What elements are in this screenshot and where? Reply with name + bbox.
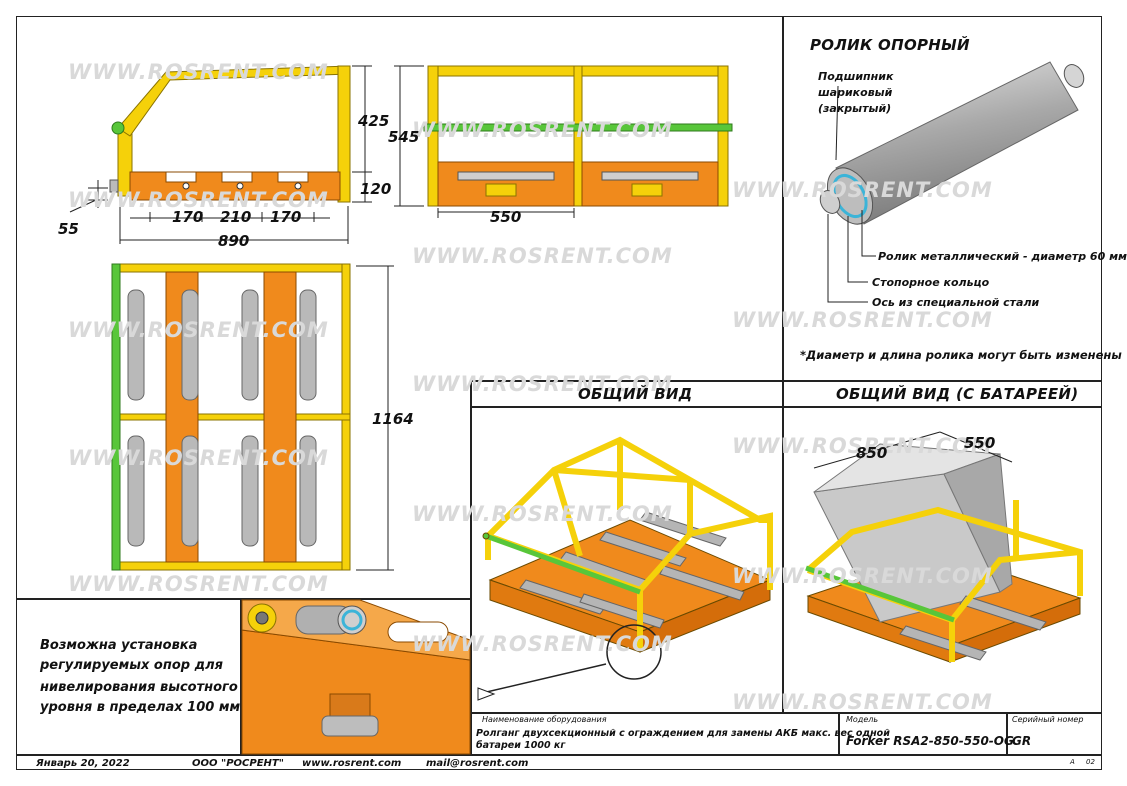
detail-top-divider [16, 598, 471, 600]
battery-dim-550: 550 [964, 434, 996, 452]
title-block-sep1 [838, 712, 840, 755]
battery-dim-850: 850 [856, 444, 888, 462]
title-block-serial-value: GR [1012, 734, 1032, 748]
axis-label: Ось из специальной стали [872, 296, 1040, 309]
title-block-top [470, 712, 1102, 714]
title-block-name-label: Наименование оборудования [482, 715, 607, 724]
watermark-5: WWW.ROSRENT.COM [68, 446, 329, 470]
watermark-4: WWW.ROSRENT.COM [68, 318, 329, 342]
detail-note-line-1: Возможна установка [40, 638, 198, 653]
bearing-label-2: шариковый [818, 86, 893, 99]
watermark-8: WWW.ROSRENT.COM [732, 178, 993, 202]
front-view [394, 65, 733, 218]
roller-note: *Диаметр и длина ролика могут быть измен… [800, 348, 1122, 362]
detail-note-line-2: регулируемых опор для [40, 658, 223, 673]
dim-545: 545 [388, 128, 420, 146]
footer-date: Январь 20, 2022 [36, 758, 130, 769]
dim-170-b: 170 [270, 208, 302, 226]
title-block-model-label: Модель [846, 715, 879, 724]
sheet-number: 02 [1086, 758, 1095, 766]
horizontal-divider-views [470, 380, 1102, 382]
watermark-11: WWW.ROSRENT.COM [732, 434, 993, 458]
detail-note-line-4: уровня в пределах 100 мм [40, 700, 241, 715]
watermark-14: WWW.ROSRENT.COM [412, 632, 673, 656]
title-block-serial-label: Серийный номер [1012, 715, 1084, 724]
watermark-9: WWW.ROSRENT.COM [732, 308, 993, 332]
side-view [69, 65, 372, 244]
title-block-sep2 [1006, 712, 1008, 755]
bearing-label-1: Подшипник [818, 70, 894, 83]
footer-top-line [16, 754, 1102, 756]
dim-1164: 1164 [372, 410, 414, 428]
footer-mail[interactable]: mail@rosrent.com [426, 758, 529, 769]
watermark-3: WWW.ROSRENT.COM [412, 244, 673, 268]
views-header-divider [470, 406, 1102, 408]
watermark-7: WWW.ROSRENT.COM [412, 118, 673, 142]
dim-170-a: 170 [172, 208, 204, 226]
general-view-battery-heading: ОБЩИЙ ВИД (С БАТАРЕЕЙ) [836, 385, 1079, 403]
title-block-name-line-1: Ролганг двухсекционный с ограждением для… [476, 728, 890, 739]
watermark-12: WWW.ROSRENT.COM [412, 502, 673, 526]
watermark-10: WWW.ROSRENT.COM [412, 372, 673, 396]
general-view-heading: ОБЩИЙ ВИД [578, 385, 693, 403]
ring-label: Стопорное кольцо [872, 276, 990, 289]
title-block-model-value: Forker RSA2-850-550-OG [846, 734, 1014, 748]
detail-mid-divider [240, 598, 242, 755]
watermark-6: WWW.ROSRENT.COM [68, 572, 329, 596]
drawing-frame [16, 16, 1102, 770]
watermark-13: WWW.ROSRENT.COM [732, 564, 993, 588]
dim-550: 550 [490, 208, 522, 226]
vertical-divider-right [782, 16, 784, 712]
footer-site[interactable]: www.rosrent.com [302, 758, 402, 769]
roller-label: Ролик металлический - диаметр 60 мм [878, 250, 1127, 263]
footer-company: ООО "РОСРЕНТ" [192, 758, 284, 769]
general-view-drawing [477, 436, 773, 701]
dim-55: 55 [58, 220, 79, 238]
watermark-1: WWW.ROSRENT.COM [68, 60, 329, 84]
watermark-2: WWW.ROSRENT.COM [68, 188, 329, 212]
dim-425: 425 [358, 112, 390, 130]
vertical-divider-views [470, 380, 472, 754]
roller-illustration [819, 61, 1085, 303]
general-view-battery-drawing [805, 431, 1083, 663]
dim-210: 210 [220, 208, 252, 226]
bearing-label-3: (закрытый) [818, 102, 892, 115]
roller-panel-title: РОЛИК ОПОРНЫЙ [810, 36, 970, 54]
top-view [111, 263, 394, 571]
sheet-format: А [1070, 758, 1075, 766]
detail-view-drawing [241, 599, 471, 755]
dim-890: 890 [218, 232, 250, 250]
watermark-15: WWW.ROSRENT.COM [732, 690, 993, 714]
title-block-name-line-2: батареи 1000 кг [476, 740, 566, 751]
detail-note-line-3: нивелирования высотного [40, 680, 238, 695]
dim-120: 120 [360, 180, 392, 198]
